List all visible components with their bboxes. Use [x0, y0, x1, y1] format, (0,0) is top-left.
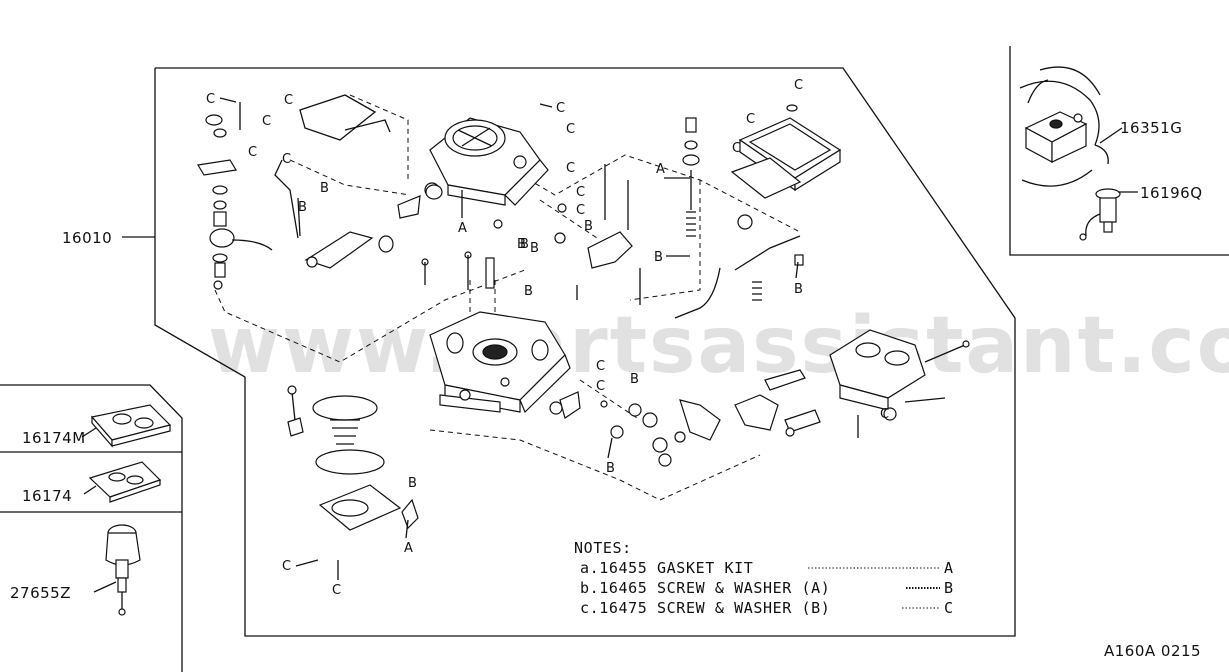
dashpot-27655z-drawing: [105, 524, 141, 616]
callout-b: B: [408, 476, 417, 491]
watermark: www.partsassistant.com: [208, 301, 1229, 391]
gasket-16174-drawing: [88, 461, 162, 503]
callout-c: C: [556, 101, 565, 116]
note-line-a: a.16455 GASKET KIT: [580, 559, 753, 577]
linkage-levers-drawing: [197, 94, 391, 290]
notes-title: NOTES:: [574, 539, 632, 557]
insulator-16351g-drawing: [1019, 66, 1109, 187]
leader-16174: [83, 485, 97, 495]
callout-b: B: [520, 237, 529, 252]
callout-b: B: [584, 219, 593, 234]
inset-boundary: [1009, 46, 1229, 256]
callout-b: B: [524, 284, 533, 299]
left-box-outline: [0, 384, 183, 672]
callout-c: C: [284, 93, 293, 108]
callout-letters: C C C C C B B C C A C C C B B B B B A C …: [206, 78, 889, 598]
carburetor-main-body-drawing: [429, 311, 571, 414]
callout-leaders: [219, 97, 799, 580]
throttle-body-drawing: [829, 329, 970, 411]
callout-a: A: [404, 541, 413, 556]
leader-16174m: [81, 427, 97, 438]
leader-27655z: [93, 581, 117, 593]
notes-block: NOTES: a.16455 GASKET KIT A b.16465 SCRE…: [574, 539, 954, 617]
callout-c: C: [282, 152, 291, 167]
diaphragm-assembly-drawing: [287, 385, 419, 531]
callout-c: C: [248, 145, 257, 160]
callout-b: B: [794, 282, 803, 297]
callout-b: B: [654, 250, 663, 265]
note-line-b: b.16465 SCREW & WASHER (A): [580, 579, 830, 597]
callout-c: C: [880, 407, 889, 422]
callout-b: B: [298, 200, 307, 215]
callout-a: A: [656, 162, 665, 177]
callout-b: B: [606, 461, 615, 476]
callout-a: A: [458, 221, 467, 236]
part-label-27655z[interactable]: 27655Z: [10, 584, 71, 602]
note-line-c: c.16475 SCREW & WASHER (B): [580, 599, 830, 617]
diagram-code: A160A 0215: [1104, 642, 1201, 660]
callout-c: C: [332, 583, 341, 598]
callout-b: B: [320, 181, 329, 196]
callout-b: B: [630, 372, 639, 387]
callout-b: B: [517, 237, 526, 252]
callout-c: C: [576, 185, 585, 200]
note-b-ref: B: [944, 579, 954, 597]
part-label-16174m[interactable]: 16174M: [22, 429, 86, 447]
callout-c: C: [576, 203, 585, 218]
sensor-16196q-drawing: [1079, 188, 1121, 241]
part-label-16196q[interactable]: 16196Q: [1140, 184, 1203, 202]
callout-c: C: [732, 141, 741, 156]
note-a-ref: A: [944, 559, 954, 577]
callout-c: C: [566, 122, 575, 137]
callout-c: C: [596, 359, 605, 374]
callout-c: C: [566, 161, 575, 176]
callout-c: C: [262, 114, 271, 129]
assembly-guide-lines: [214, 94, 801, 501]
callout-c: C: [206, 92, 215, 107]
part-label-16010[interactable]: 16010: [62, 229, 112, 247]
gasket-16174m-drawing: [90, 404, 172, 448]
callout-c: C: [794, 78, 803, 93]
main-assembly-boundary: [154, 67, 1016, 637]
carburetor-top-cover-drawing: [424, 117, 549, 206]
lower-right-levers-drawing: [549, 369, 946, 467]
center-components-drawing: [378, 164, 641, 305]
part-label-16351g[interactable]: 16351G: [1120, 119, 1182, 137]
callout-c: C: [746, 112, 755, 127]
right-linkage-drawing: [674, 104, 804, 319]
part-label-16174[interactable]: 16174: [22, 487, 72, 505]
note-c-ref: C: [944, 599, 954, 617]
leader-16351g: [1099, 127, 1123, 144]
callout-c: C: [596, 379, 605, 394]
callout-b: B: [530, 241, 539, 256]
float-chamber-drawing: [730, 117, 842, 199]
callout-c: C: [282, 559, 291, 574]
